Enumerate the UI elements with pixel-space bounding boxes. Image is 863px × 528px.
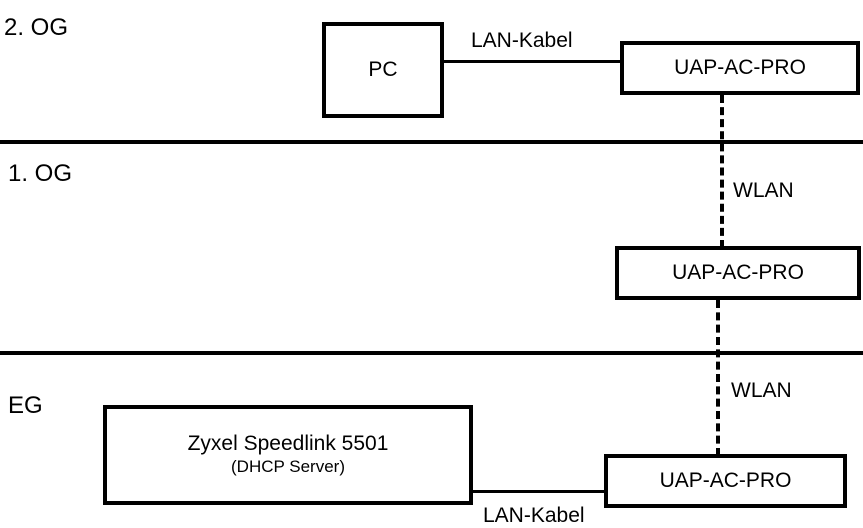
- access-point-eg: UAP-AC-PRO: [604, 454, 847, 508]
- wlan-label-lower: WLAN: [731, 379, 792, 402]
- lan-cable-pc-ap: [442, 60, 622, 63]
- access-point-1-og-label: UAP-AC-PRO: [672, 260, 804, 284]
- lan-cable-label-bottom: LAN-Kabel: [483, 504, 585, 527]
- access-point-1-og: UAP-AC-PRO: [615, 246, 861, 300]
- floor-divider-2-og-1-og: [0, 140, 863, 144]
- access-point-eg-label: UAP-AC-PRO: [659, 468, 792, 492]
- floor-label-eg: EG: [8, 392, 43, 419]
- lan-cable-label-top: LAN-Kabel: [471, 29, 573, 52]
- floor-divider-1-og-eg: [0, 351, 863, 355]
- pc-box: PC: [322, 22, 444, 118]
- floor-label-1-og: 1. OG: [8, 160, 73, 187]
- wlan-link-1-og-eg: [716, 300, 720, 456]
- floor-label-2-og: 2. OG: [4, 14, 69, 41]
- router-sublabel: (DHCP Server): [231, 457, 345, 477]
- router-label: Zyxel Speedlink 5501: [187, 431, 389, 455]
- access-point-2-og-label: UAP-AC-PRO: [674, 55, 806, 79]
- pc-label: PC: [368, 57, 398, 81]
- wlan-link-2-og-1-og: [720, 95, 724, 248]
- access-point-2-og: UAP-AC-PRO: [620, 41, 860, 95]
- router-box: Zyxel Speedlink 5501 (DHCP Server): [103, 405, 473, 505]
- lan-cable-router-ap: [470, 490, 606, 493]
- wlan-label-upper: WLAN: [733, 179, 794, 202]
